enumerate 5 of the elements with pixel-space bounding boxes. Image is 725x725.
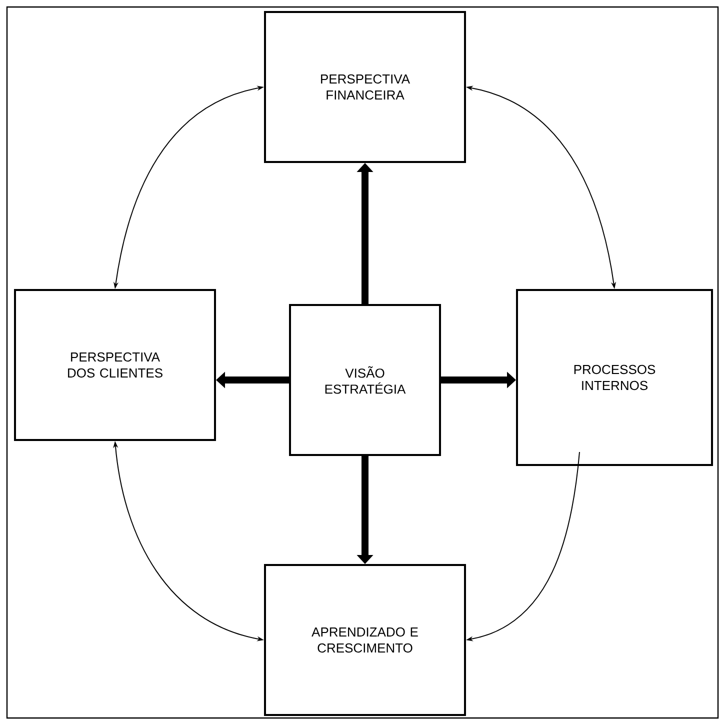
box: PROCESSOS INTERNOS xyxy=(516,289,713,466)
box: APRENDIZADO E CRESCIMENTO xyxy=(264,564,466,716)
box: VISÃO ESTRATÉGIA xyxy=(289,304,441,456)
box: PERSPECTIVA FINANCEIRA xyxy=(264,11,466,163)
box: PERSPECTIVA DOS CLIENTES xyxy=(14,289,216,441)
